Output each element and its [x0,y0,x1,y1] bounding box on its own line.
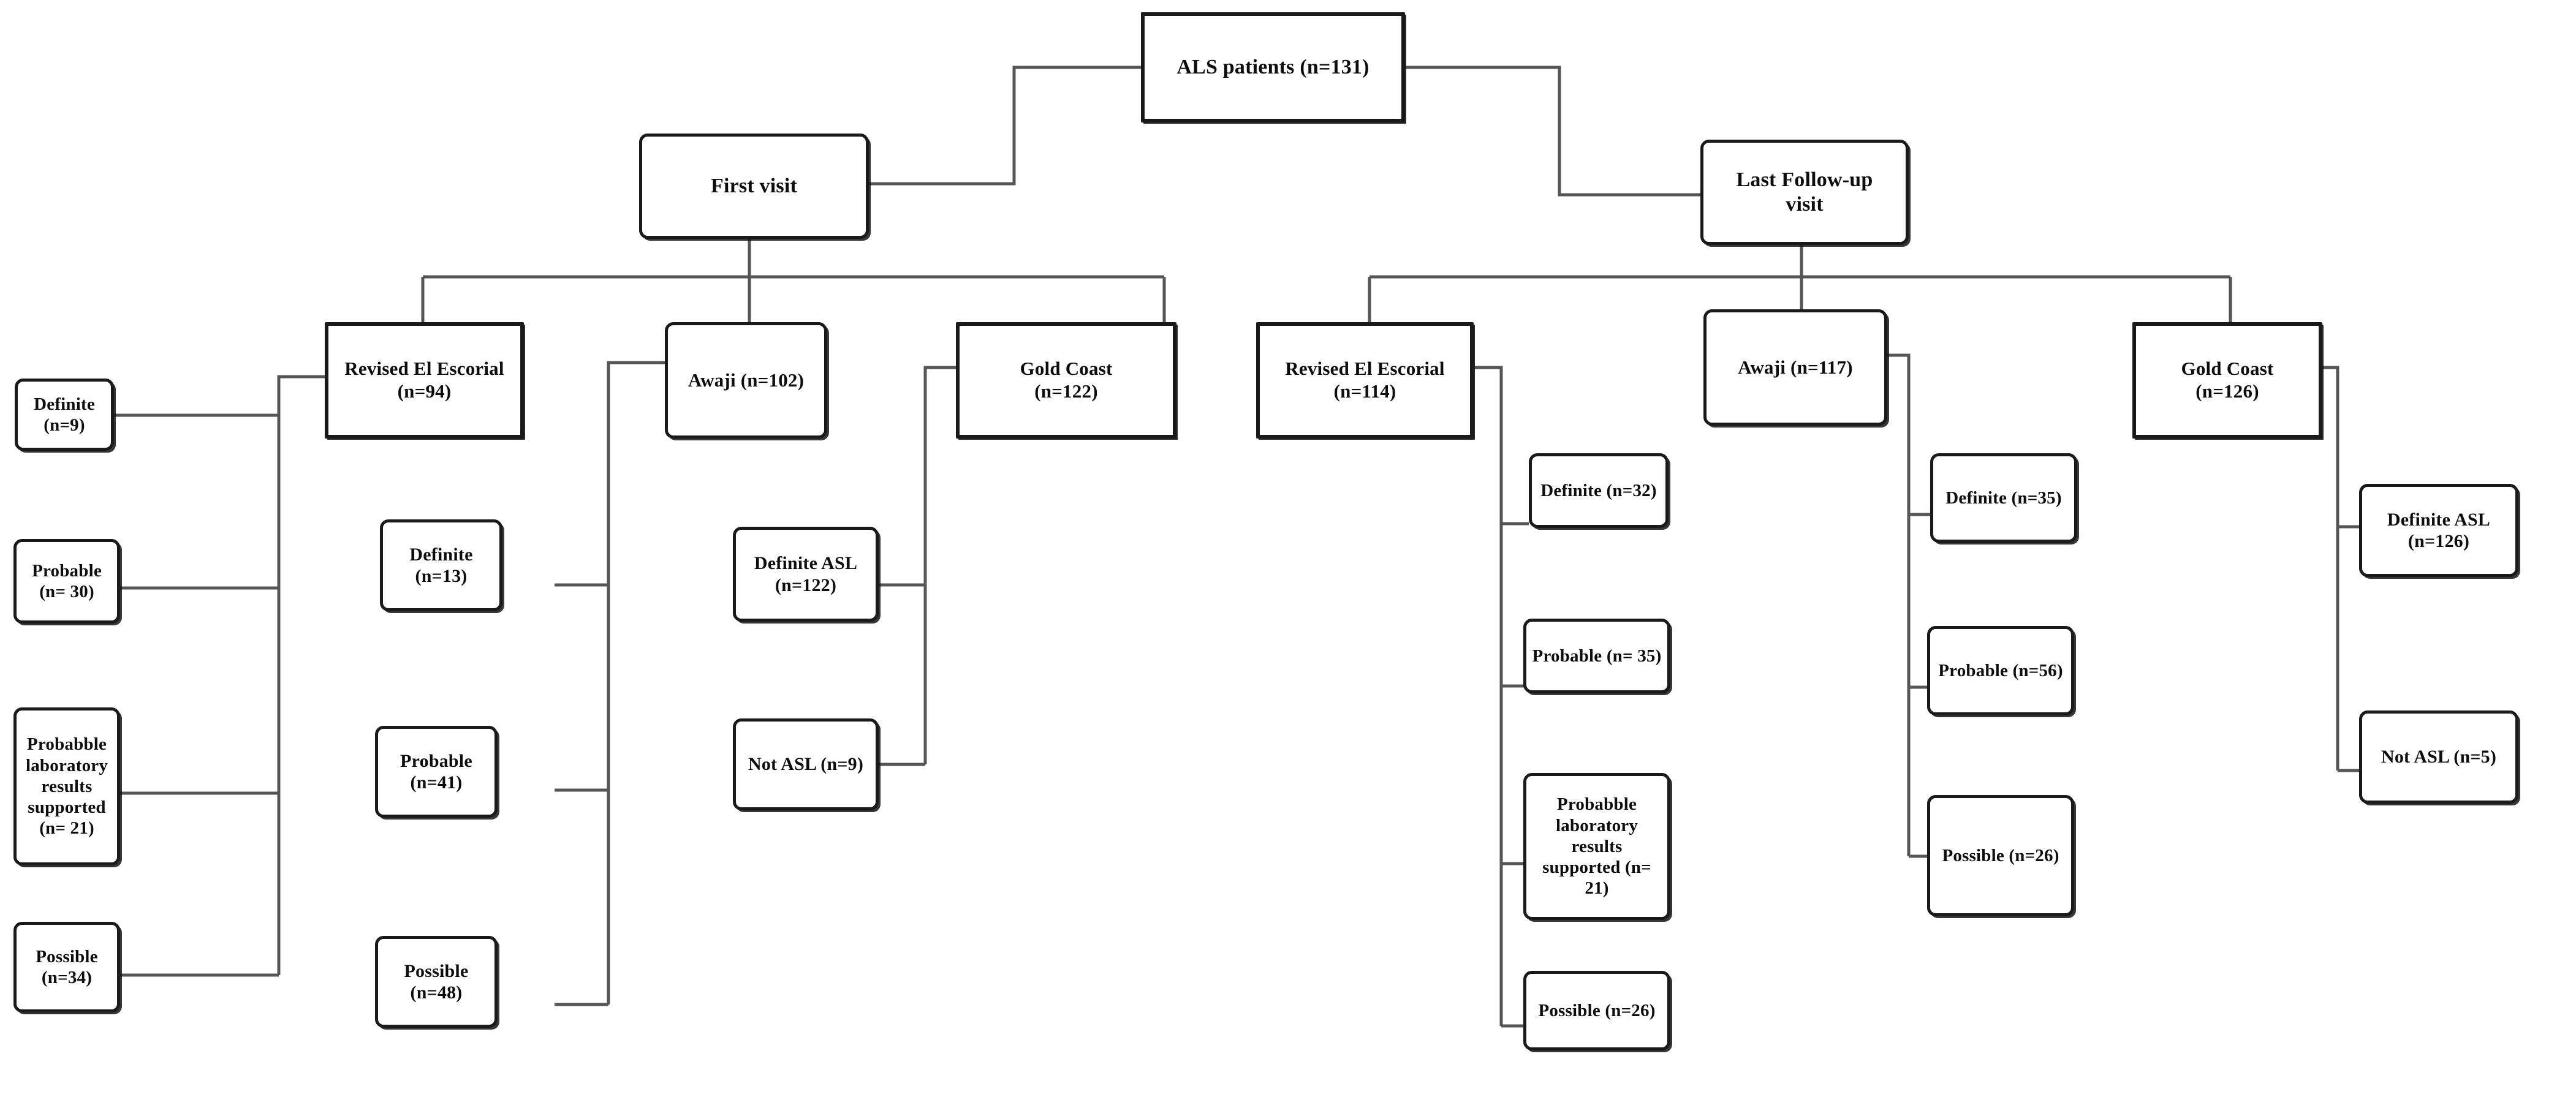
node-label: Gold Coast (n=126) [2181,358,2274,402]
node-last-goldcoast-not-asl[interactable]: Not ASL (n=5) [2359,710,2518,804]
node-first-escorial-probable[interactable]: Probable (n= 30) [13,539,120,624]
node-last-criteria-revised-el-escorial[interactable]: Revised El Escorial (n=114) [1256,322,1474,439]
node-first-escorial-definite[interactable]: Definite (n=9) [15,379,114,451]
node-label: Probable (n= 35) [1532,646,1662,666]
node-label: Not ASL (n=5) [2381,747,2497,767]
node-last-followup-visit[interactable]: Last Follow-up visit [1700,140,1909,245]
node-label: Definite (n=9) [34,394,95,435]
node-first-goldcoast-definite-asl[interactable]: Definite ASL (n=122) [733,527,879,622]
node-last-escorial-probable[interactable]: Probable (n= 35) [1523,619,1670,693]
wire-first-goldcoast-bus [923,366,956,764]
node-label: Probabble laboratory results supported (… [25,734,108,839]
node-last-escorial-definite[interactable]: Definite (n=32) [1529,453,1669,528]
node-first-visit[interactable]: First visit [639,134,869,239]
node-label: Possible (n=26) [1538,1000,1656,1020]
node-label: Possible (n=26) [1942,845,2059,865]
node-last-goldcoast-definite-asl[interactable]: Definite ASL (n=126) [2359,484,2518,577]
node-label: Revised El Escorial (n=94) [344,358,504,402]
wire-first-escorial-bus [277,375,325,975]
node-first-escorial-possible[interactable]: Possible (n=34) [13,922,120,1012]
node-first-awaji-possible[interactable]: Possible (n=48) [375,936,498,1028]
node-label: Revised El Escorial (n=114) [1285,358,1445,402]
wire-last-awaji-bus [1887,353,1911,856]
node-last-awaji-possible[interactable]: Possible (n=26) [1927,795,2074,916]
node-first-awaji-probable[interactable]: Probable (n=41) [375,726,498,818]
wire-root-to-first-visit [869,66,1141,186]
wire-last-escorial-bus [1474,366,1503,1026]
node-first-criteria-gold-coast[interactable]: Gold Coast (n=122) [956,322,1176,439]
node-label: Probable (n=56) [1938,660,2063,680]
node-label: Probable (n=41) [400,750,472,793]
node-label: Probable (n= 30) [32,560,102,601]
node-label: Awaji (n=102) [688,369,805,391]
node-first-goldcoast-not-asl[interactable]: Not ASL (n=9) [733,718,879,810]
node-first-awaji-definite[interactable]: Definite (n=13) [380,519,502,611]
node-label: Not ASL (n=9) [748,754,864,775]
node-label: Definite (n=13) [409,544,473,586]
node-label: Definite (n=32) [1540,480,1657,500]
node-last-visit-label: Last Follow-up visit [1736,168,1873,216]
node-root-label: ALS patients (n=131) [1176,55,1369,78]
node-root-als-patients[interactable]: ALS patients (n=131) [1141,12,1405,122]
node-label: Gold Coast (n=122) [1020,358,1113,402]
node-label: Definite (n=35) [1945,488,2062,508]
wire-root-to-last-visit [1405,66,1700,197]
node-last-criteria-awaji[interactable]: Awaji (n=117) [1703,309,1887,426]
node-label: Awaji (n=117) [1738,356,1853,378]
node-first-visit-label: First visit [710,174,797,197]
node-last-awaji-probable[interactable]: Probable (n=56) [1927,626,2074,715]
wire-first-awaji-bus [607,361,665,1004]
node-label: Definite ASL (n=122) [754,553,858,595]
node-label: Possible (n=34) [36,946,98,987]
node-first-criteria-revised-el-escorial[interactable]: Revised El Escorial (n=94) [325,322,524,439]
node-last-criteria-gold-coast[interactable]: Gold Coast (n=126) [2132,322,2322,439]
node-label: Definite ASL (n=126) [2387,509,2491,551]
wire-last-goldcoast-bus [2322,366,2339,771]
node-last-awaji-definite[interactable]: Definite (n=35) [1930,453,2077,543]
node-last-escorial-probable-lab-supported[interactable]: Probabble laboratory results supported (… [1523,773,1670,920]
node-first-escorial-probable-lab-supported[interactable]: Probabble laboratory results supported (… [13,707,120,865]
node-last-escorial-possible[interactable]: Possible (n=26) [1523,971,1670,1050]
node-label: Possible (n=48) [404,960,469,1003]
node-label: Probabble laboratory results supported (… [1542,794,1651,899]
node-first-criteria-awaji[interactable]: Awaji (n=102) [665,322,827,439]
